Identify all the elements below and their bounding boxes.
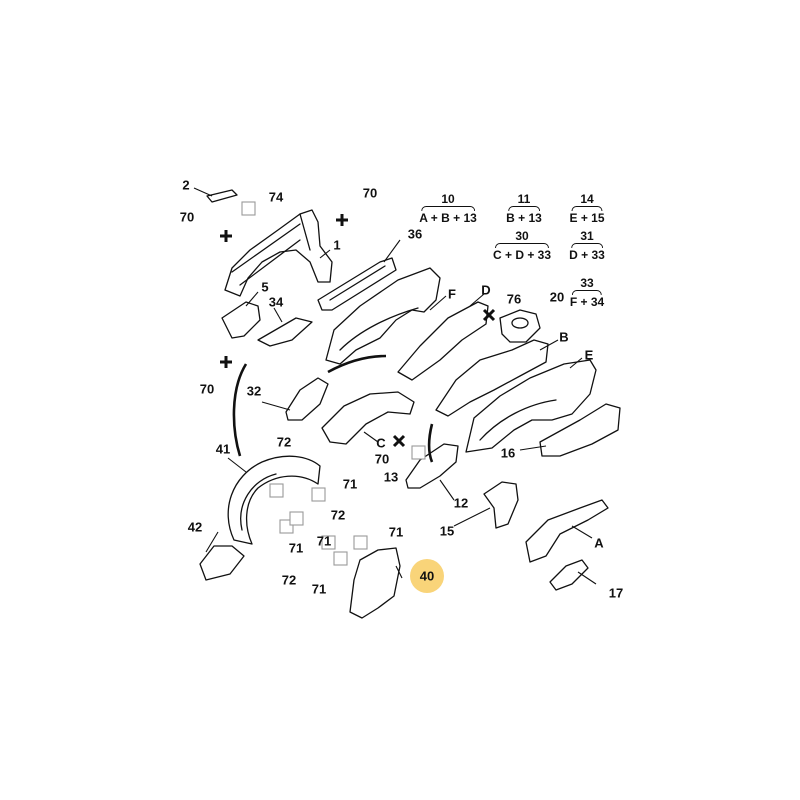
- callout-70-mid: 70: [374, 451, 390, 467]
- callout-e: E: [584, 347, 594, 363]
- callout-76: 76: [506, 291, 522, 307]
- legend-33-number: 33: [580, 276, 594, 290]
- callout-72-c: 72: [281, 572, 297, 588]
- wheel-arch-panel-f: [325, 267, 441, 365]
- callout-c: C: [376, 435, 386, 451]
- legend-14-formula: E + 15: [569, 211, 605, 225]
- clip-square-13: [411, 445, 426, 460]
- callout-70-lower: 70: [199, 381, 215, 397]
- legend-30: 30 C + D + 33: [493, 229, 551, 262]
- callout-71-e: 71: [311, 581, 327, 597]
- plus-marker-70c: [220, 356, 232, 368]
- clip-square-71a: [311, 487, 326, 502]
- callout-1: 1: [333, 237, 341, 253]
- legend-14: 14 E + 15: [569, 192, 604, 225]
- callout-5: 5: [261, 279, 269, 295]
- legend-30-number: 30: [515, 229, 529, 243]
- legend-11-formula: B + 13: [506, 211, 542, 225]
- x-marker-70d: [392, 434, 406, 448]
- legend-30-formula: C + D + 33: [492, 248, 552, 262]
- callout-71-c: 71: [288, 540, 304, 556]
- clip-square-72b: [289, 511, 304, 526]
- clip-part-2: [206, 189, 238, 203]
- legend-31: 31 D + 33: [569, 229, 605, 262]
- callout-34: 34: [268, 294, 284, 310]
- side-rail-part-b: [435, 339, 549, 417]
- callout-41: 41: [215, 441, 231, 457]
- bracket-part-12: [405, 443, 459, 489]
- bracket-part-32: [285, 377, 329, 421]
- callout-d: D: [481, 282, 491, 298]
- arm-part-a: [525, 499, 609, 563]
- callout-72-a: 72: [276, 434, 292, 450]
- clip-square-74: [241, 201, 256, 216]
- side-member-part-16: [539, 403, 621, 457]
- legend-33-formula: F + 34: [569, 295, 605, 309]
- callout-71-d: 71: [316, 533, 332, 549]
- legend-10-number: 10: [441, 192, 455, 206]
- callout-f: F: [448, 286, 456, 302]
- callout-71-a: 71: [342, 476, 358, 492]
- callout-a: A: [594, 535, 604, 551]
- legend-11-brace: [508, 206, 540, 211]
- callout-15: 15: [439, 523, 455, 539]
- callout-71-b: 71: [388, 524, 404, 540]
- callout-70-top: 70: [362, 185, 378, 201]
- callout-72-b: 72: [330, 507, 346, 523]
- clip-square-71c: [321, 535, 336, 550]
- callout-16: 16: [500, 445, 516, 461]
- highlight-40: [410, 559, 444, 593]
- legend-30-brace: [494, 243, 550, 248]
- callout-32: 32: [246, 383, 262, 399]
- bracket-part-42: [199, 545, 245, 581]
- legend-14-brace: [571, 206, 603, 211]
- legend-33: 33 F + 34: [570, 276, 604, 309]
- legend-11: 11 B + 13: [506, 192, 542, 225]
- legend-31-brace: [571, 243, 603, 248]
- bracket-part-5: [221, 301, 261, 339]
- wheel-liner-part-41: [227, 455, 321, 545]
- front-wing-part: [224, 209, 333, 297]
- legend-31-formula: D + 33: [569, 248, 605, 262]
- clip-square-72c: [269, 483, 284, 498]
- plus-marker-70a: [336, 214, 348, 226]
- clip-square-71d: [333, 551, 348, 566]
- rail-part-c: [321, 391, 415, 445]
- x-marker-76: [482, 308, 496, 322]
- callout-20: 20: [549, 289, 565, 305]
- callout-70-left: 70: [179, 209, 195, 225]
- plus-marker-70b: [220, 230, 232, 242]
- legend-11-number: 11: [517, 192, 531, 206]
- legend-10-brace: [421, 206, 475, 211]
- callout-13: 13: [383, 469, 399, 485]
- callout-36: 36: [407, 226, 423, 242]
- callout-74: 74: [268, 189, 284, 205]
- clip-square-71b: [353, 535, 368, 550]
- air-guide-part-40: [349, 547, 401, 619]
- callout-2: 2: [182, 177, 190, 193]
- callout-17: 17: [608, 585, 624, 601]
- callout-40: 40: [419, 568, 435, 584]
- callout-b: B: [559, 329, 569, 345]
- legend-10: 10 A + B + 13: [419, 192, 477, 225]
- support-part-15: [483, 481, 519, 529]
- callout-12: 12: [453, 495, 469, 511]
- handle-part-17: [549, 559, 589, 591]
- bracket-part-34: [257, 317, 313, 347]
- legend-14-number: 14: [580, 192, 594, 206]
- legend-10-formula: A + B + 13: [419, 211, 477, 225]
- callout-42: 42: [187, 519, 203, 535]
- legend-31-number: 31: [580, 229, 594, 243]
